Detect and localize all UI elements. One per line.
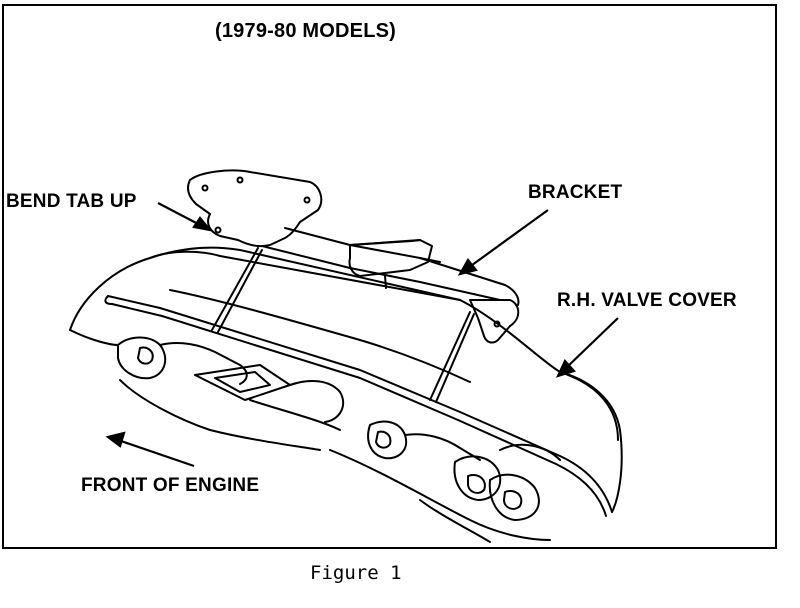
bracket-block-stem bbox=[384, 275, 387, 289]
bracket-left-ear bbox=[187, 169, 323, 248]
engine-body-line-2 bbox=[249, 399, 341, 431]
valve-cover-outline bbox=[69, 246, 623, 513]
intake-port-4 bbox=[453, 455, 502, 501]
figure-title: (1979-80 MODELS) bbox=[215, 20, 397, 42]
bolt-line-left-2 bbox=[217, 249, 263, 333]
figure-frame bbox=[2, 4, 777, 549]
arrow-rh-valve-cover bbox=[565, 317, 619, 369]
figure-caption: Figure 1 bbox=[310, 562, 402, 584]
bolt-line-right-1 bbox=[429, 311, 471, 401]
bracket-hole-1 bbox=[201, 184, 209, 192]
bracket-arm-bottom bbox=[261, 245, 501, 301]
arrow-bend-tab-up bbox=[157, 202, 203, 227]
engine-lower-edge bbox=[419, 499, 491, 543]
bracket-hole-4 bbox=[214, 226, 222, 234]
engine-left-contour bbox=[69, 329, 119, 346]
intake-port-1-inner bbox=[137, 346, 154, 365]
intake-port-1 bbox=[117, 336, 167, 380]
arrow-front-of-engine bbox=[117, 438, 195, 468]
callout-front-of-engine: FRONT OF ENGINE bbox=[81, 475, 260, 496]
valve-cover-top-edge bbox=[149, 250, 461, 301]
bracket-hole-5 bbox=[493, 320, 501, 328]
valve-cover-rail-upper bbox=[107, 295, 613, 513]
arrowhead-rh-valve-cover bbox=[555, 359, 576, 378]
bracket-block bbox=[348, 239, 433, 277]
bracket-block-top bbox=[349, 239, 421, 246]
intake-port-3 bbox=[367, 420, 408, 460]
intake-port-2 bbox=[289, 379, 345, 423]
bracket-hole-2 bbox=[236, 176, 244, 184]
arrow-bracket bbox=[467, 209, 549, 269]
engine-body-line-1 bbox=[119, 379, 321, 451]
valve-cover-ridge bbox=[169, 289, 471, 383]
bracket-arm-right bbox=[419, 257, 520, 306]
bracket-arm-top bbox=[284, 227, 441, 263]
callout-bracket: BRACKET bbox=[528, 182, 623, 203]
valve-cover-rail-lower bbox=[111, 303, 607, 517]
intake-port-3-inner bbox=[375, 430, 392, 449]
bolt-line-right-2 bbox=[435, 313, 475, 403]
intake-runner-2 bbox=[404, 433, 481, 461]
intake-block-1-inner bbox=[214, 371, 271, 393]
callout-bend-tab-up: BEND TAB UP bbox=[6, 191, 137, 212]
intake-port-5 bbox=[488, 473, 540, 521]
bracket-hole-3 bbox=[303, 196, 311, 204]
engine-body-line-4 bbox=[499, 443, 561, 461]
intake-port-4-inner bbox=[467, 474, 486, 494]
bolt-line-left-1 bbox=[211, 247, 259, 331]
intake-port-5-inner bbox=[503, 490, 523, 510]
callout-rh-valve-cover: R.H. VALVE COVER bbox=[557, 290, 737, 311]
bracket-right-foot bbox=[469, 299, 520, 344]
arrowhead-front-of-engine bbox=[105, 431, 126, 448]
arrowhead-bend-tab-up bbox=[192, 216, 213, 232]
valve-cover-rear bbox=[559, 371, 619, 441]
engine-body-line-3 bbox=[329, 449, 551, 541]
arrowhead-bracket bbox=[457, 258, 478, 276]
valve-cover-flange bbox=[104, 295, 113, 305]
intake-runner-1 bbox=[159, 342, 248, 385]
